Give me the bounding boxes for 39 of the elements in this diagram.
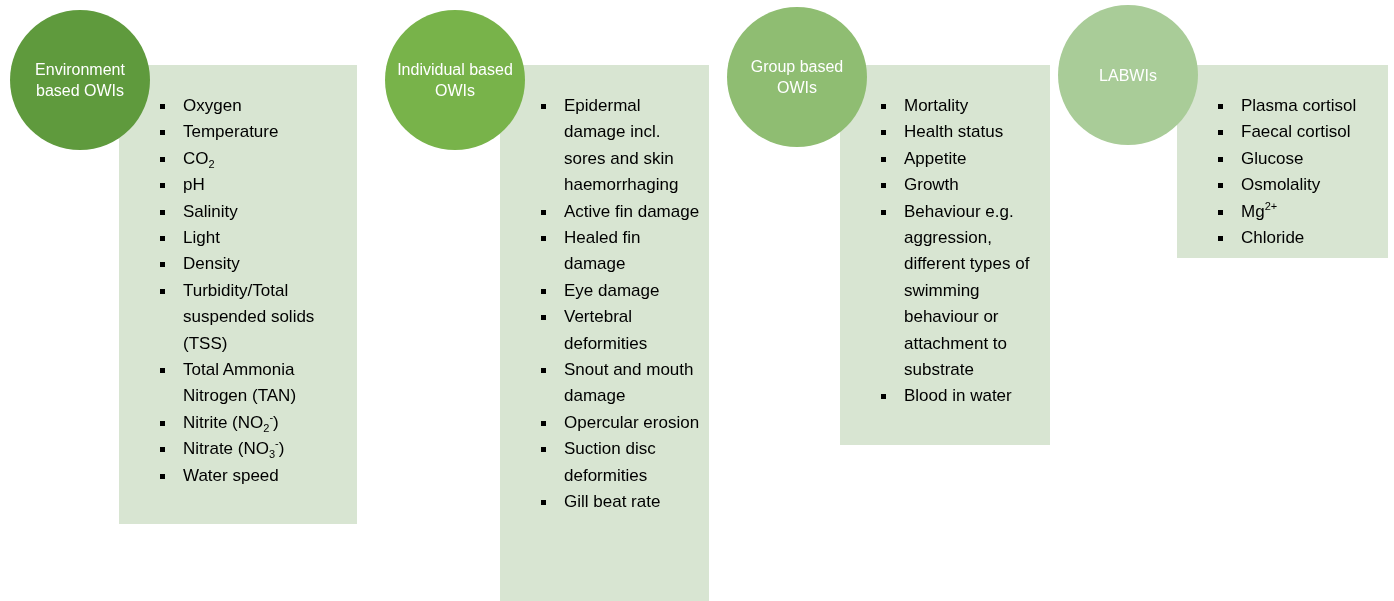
category-circle: LABWIs — [1058, 5, 1198, 145]
category-circle: Group based OWIs — [727, 7, 867, 147]
list-item: Nitrite (NO$_{2}$$^{-}$) — [183, 410, 280, 437]
list-item: Glucose — [1241, 147, 1305, 170]
list-item: CO$_{2}$ — [183, 147, 216, 173]
list-item: Health status — [904, 121, 1005, 144]
list-item: Vertebral deformities — [564, 306, 649, 355]
indicator-list-panel — [840, 65, 1050, 445]
list-item: Behaviour e.g. aggression, different types of swimming behaviour or attachment to substrate — [904, 200, 1031, 382]
list-item: Water speed — [183, 464, 280, 487]
list-item: Light — [183, 227, 221, 250]
list-item: Gill beat rate — [564, 491, 662, 514]
list-item: Eye damage — [564, 279, 661, 302]
list-item: Epidermal damage incl. sores and skin haemorrhaging — [564, 95, 680, 197]
list-item: Density — [183, 253, 241, 276]
category-circle: Environment based OWIs — [10, 10, 150, 150]
list-item: Chloride — [1241, 227, 1306, 250]
list-item: Temperature — [183, 121, 280, 144]
list-item: Opercular erosion — [564, 411, 701, 434]
list-item: Plasma cortisol — [1241, 95, 1358, 117]
list-item: Suction disc deformities — [564, 438, 657, 487]
list-item: Faecal cortisol — [1241, 121, 1352, 144]
list-item: Salinity — [183, 200, 239, 223]
list-item: Mortality — [904, 95, 970, 117]
list-item: Osmolality — [1241, 174, 1322, 197]
list-item: pH — [183, 174, 206, 197]
list-item: Nitrate (NO$_{3}$$^{-}$) — [183, 436, 286, 463]
category-circle: Individual based OWIs — [385, 10, 525, 150]
list-item: Mg$^{2+}$ — [1241, 198, 1279, 223]
list-item: Blood in water — [904, 385, 1013, 408]
indicator-list-panel — [1177, 65, 1388, 258]
list-item: Active fin damage — [564, 200, 701, 223]
list-item: Turbidity/Total suspended solids (TSS) — [183, 279, 316, 355]
list-item: Snout and mouth damage — [564, 359, 695, 408]
list-item: Appetite — [904, 147, 968, 170]
list-item: Healed fin damage — [564, 227, 642, 276]
list-item: Growth — [904, 174, 960, 197]
list-item: Oxygen — [183, 95, 243, 117]
list-item: Total Ammonia Nitrogen (TAN) — [183, 359, 298, 408]
